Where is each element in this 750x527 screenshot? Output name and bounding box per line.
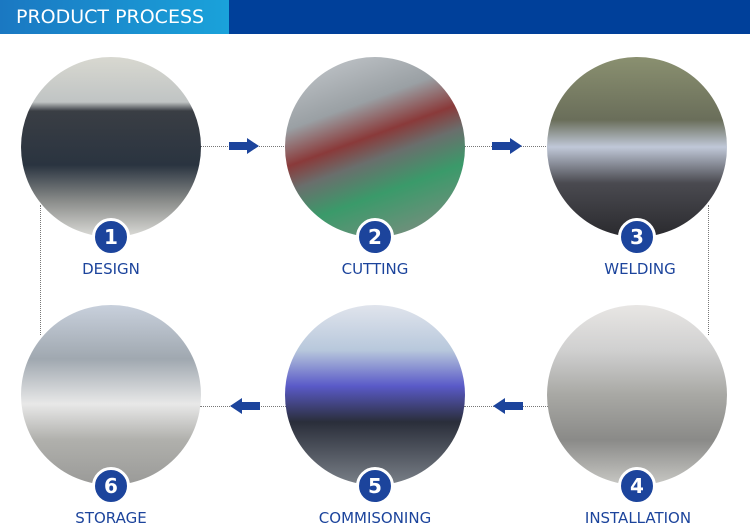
step-label: WELDING xyxy=(604,260,676,278)
step-number-badge: 1 xyxy=(92,218,130,256)
design-photo xyxy=(21,57,201,237)
arrow-left-icon xyxy=(493,398,523,414)
step-label: DESIGN xyxy=(82,260,140,278)
step-number-badge: 4 xyxy=(618,467,656,505)
connector-line xyxy=(708,205,709,335)
cutting-photo xyxy=(285,57,465,237)
installation-photo xyxy=(547,305,727,485)
header-bar: PRODUCT PROCESS xyxy=(0,0,750,34)
storage-photo xyxy=(21,305,201,485)
arrow-right-icon xyxy=(492,138,522,154)
step-number-badge: 5 xyxy=(356,467,394,505)
step-number-badge: 2 xyxy=(356,218,394,256)
step-number-badge: 3 xyxy=(618,218,656,256)
step-label: COMMISONING xyxy=(318,509,432,527)
arrow-right-icon xyxy=(229,138,259,154)
arrow-left-icon xyxy=(230,398,260,414)
step-label: STORAGE xyxy=(75,509,147,527)
welding-photo xyxy=(547,57,727,237)
connector-line xyxy=(40,205,41,335)
step-number-badge: 6 xyxy=(92,467,130,505)
commissioning-photo xyxy=(285,305,465,485)
page-title: PRODUCT PROCESS xyxy=(0,0,229,34)
step-label: INSTALLATION xyxy=(584,509,692,527)
step-label: CUTTING xyxy=(341,260,409,278)
